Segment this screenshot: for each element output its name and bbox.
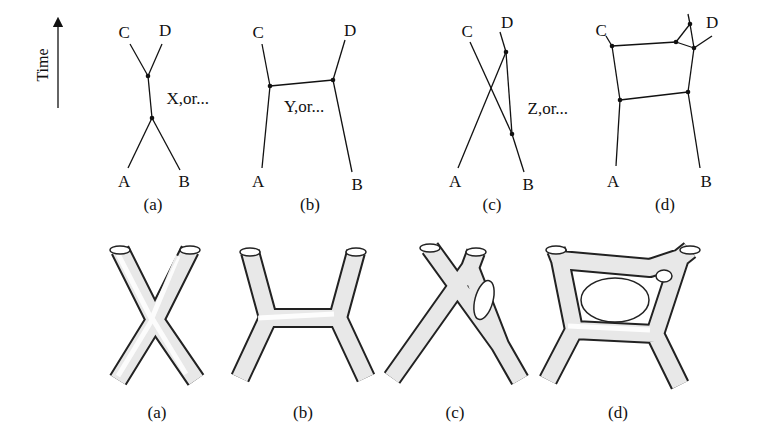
particle-label: (d) xyxy=(608,404,628,421)
particle-label: Y,or... xyxy=(284,98,324,115)
particle-label: (a) xyxy=(144,196,163,213)
particle-label: A xyxy=(449,173,461,190)
particle-label: D xyxy=(706,14,718,31)
particle-label: (b) xyxy=(293,404,313,421)
particle-label: D xyxy=(159,22,171,39)
particle-label: (c) xyxy=(483,196,502,213)
particle-label: (d) xyxy=(655,196,675,213)
particle-label: B xyxy=(179,173,190,190)
particle-label: C xyxy=(596,22,607,39)
particle-label: C xyxy=(462,23,473,40)
particle-label: (b) xyxy=(300,196,320,213)
particle-label: (c) xyxy=(446,404,465,421)
particle-label: (a) xyxy=(148,404,167,421)
particle-label: C xyxy=(119,24,130,41)
particle-label: X,or... xyxy=(167,90,210,107)
particle-label: A xyxy=(252,173,264,190)
particle-label: A xyxy=(118,173,130,190)
axis-label: Time xyxy=(34,48,50,81)
particle-label: C xyxy=(253,24,264,41)
particle-label: D xyxy=(344,22,356,39)
particle-label: B xyxy=(523,176,534,193)
particle-label: B xyxy=(701,173,712,190)
particle-label: B xyxy=(352,176,363,193)
particle-label: A xyxy=(607,173,619,190)
particle-label: Z,or... xyxy=(528,100,569,117)
particle-label: D xyxy=(501,14,513,31)
